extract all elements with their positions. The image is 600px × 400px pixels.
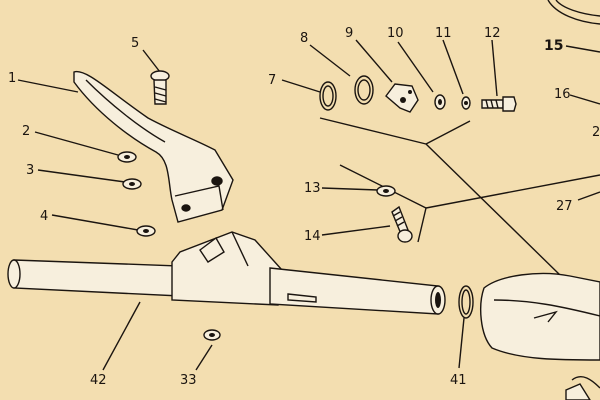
label-part-14: 14 (304, 229, 321, 244)
label-part-42: 42 (90, 373, 107, 388)
clip-part-9 (385, 83, 419, 113)
label-part-13: 13 (304, 181, 321, 196)
washers-part-10-11 (434, 94, 471, 110)
leader-lines (17, 39, 600, 371)
bolt-part-12 (481, 96, 517, 112)
label-part-2: 2 (22, 124, 30, 139)
ring-part-41 (458, 285, 474, 319)
label-part-41: 41 (450, 373, 467, 388)
label-part-11: 11 (435, 26, 452, 41)
label-part-12: 12 (484, 26, 501, 41)
label-part-7: 7 (268, 73, 276, 88)
handlebar-housing (480, 0, 600, 400)
label-part-1: 1 (8, 71, 16, 86)
label-part-4: 4 (40, 209, 48, 224)
label-part-10: 10 (387, 26, 404, 41)
label-part-9: 9 (345, 26, 353, 41)
label-part-33: 33 (180, 373, 197, 388)
label-part-27: 27 (556, 199, 573, 214)
label-part-5: 5 (131, 36, 139, 51)
brake-lever-part-1 (73, 70, 234, 223)
label-part-8: 8 (300, 31, 308, 46)
label-part-15: 15 (544, 38, 563, 54)
label-part-2-right: 2 (592, 125, 600, 140)
bolt-part-14 (391, 205, 413, 243)
pivot-screw-part-5 (150, 70, 170, 105)
handlebar-tube-part-42 (7, 231, 446, 315)
part-labels: 1 2 3 4 5 7 8 9 10 11 12 13 14 15 16 2 2… (8, 26, 600, 388)
label-part-3: 3 (26, 163, 34, 178)
label-part-16: 16 (554, 87, 571, 102)
rings-part-7-8 (319, 75, 374, 111)
washers-small (117, 151, 396, 341)
